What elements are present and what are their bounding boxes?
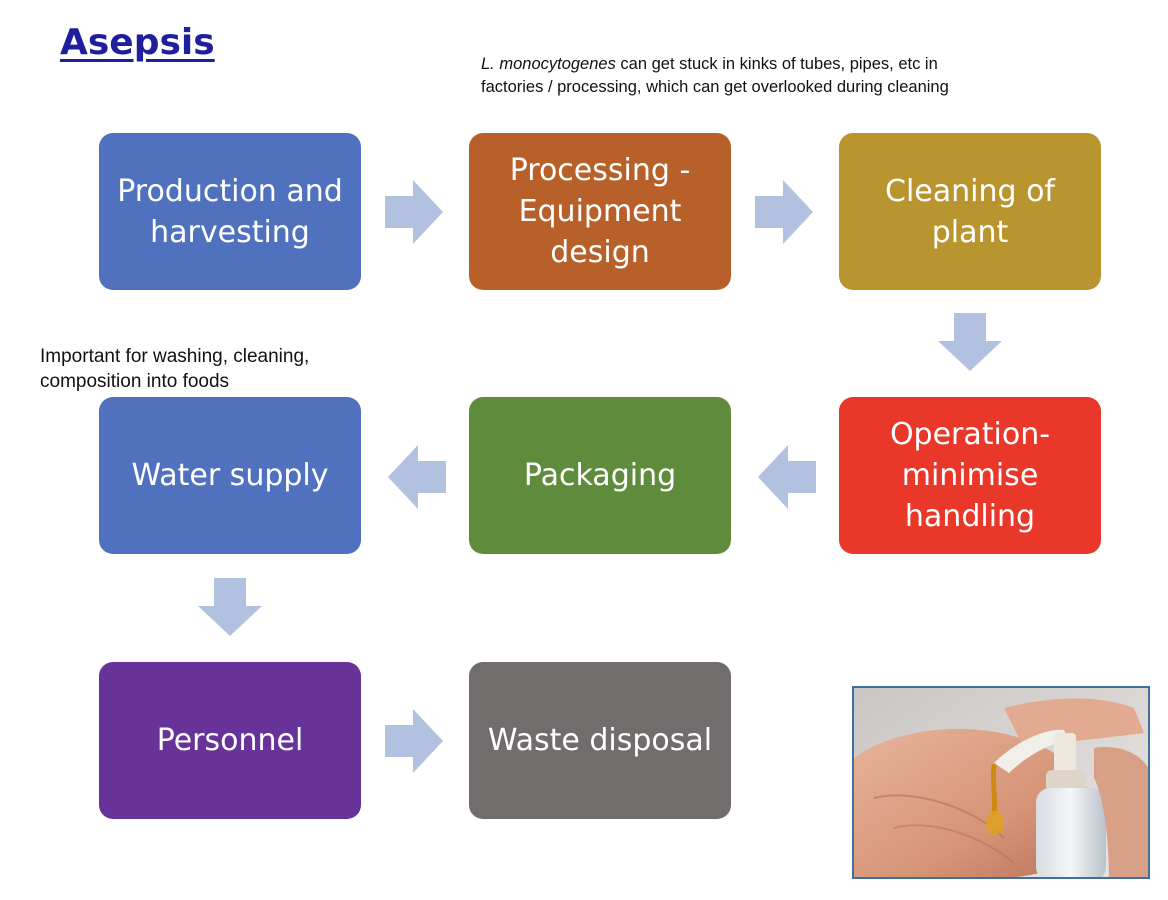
arrow-down-icon — [198, 578, 262, 636]
arrow-left-icon — [388, 445, 446, 509]
arrow-right-icon — [385, 180, 443, 244]
water-supply-note: Important for washing, cleaning, composi… — [40, 346, 310, 392]
arrow-down-icon — [938, 313, 1002, 371]
hand-sanitizer-illustration — [854, 688, 1148, 877]
arrow-right-icon — [755, 180, 813, 244]
step-operation-minimise-handling: Operation-minimise handling — [839, 397, 1101, 554]
step-processing-equipment-design: Processing - Equipment design — [469, 133, 731, 290]
step-personnel: Personnel — [99, 662, 361, 819]
arrow-right-icon — [385, 709, 443, 773]
arrow-left-icon — [758, 445, 816, 509]
hand-sanitizer-photo — [852, 686, 1150, 879]
listeria-note-italic: L. monocytogenes — [481, 55, 616, 73]
page-title: Asepsis — [60, 22, 215, 63]
step-packaging: Packaging — [469, 397, 731, 554]
step-water-supply: Water supply — [99, 397, 361, 554]
listeria-note: L. monocytogenes can get stuck in kinks … — [481, 53, 1001, 99]
listeria-note-text: can get stuck in kinks of tubes, pipes, … — [481, 55, 949, 96]
step-production-and-harvesting: Production and harvesting — [99, 133, 361, 290]
step-waste-disposal: Waste disposal — [469, 662, 731, 819]
step-cleaning-of-plant: Cleaning of plant — [839, 133, 1101, 290]
